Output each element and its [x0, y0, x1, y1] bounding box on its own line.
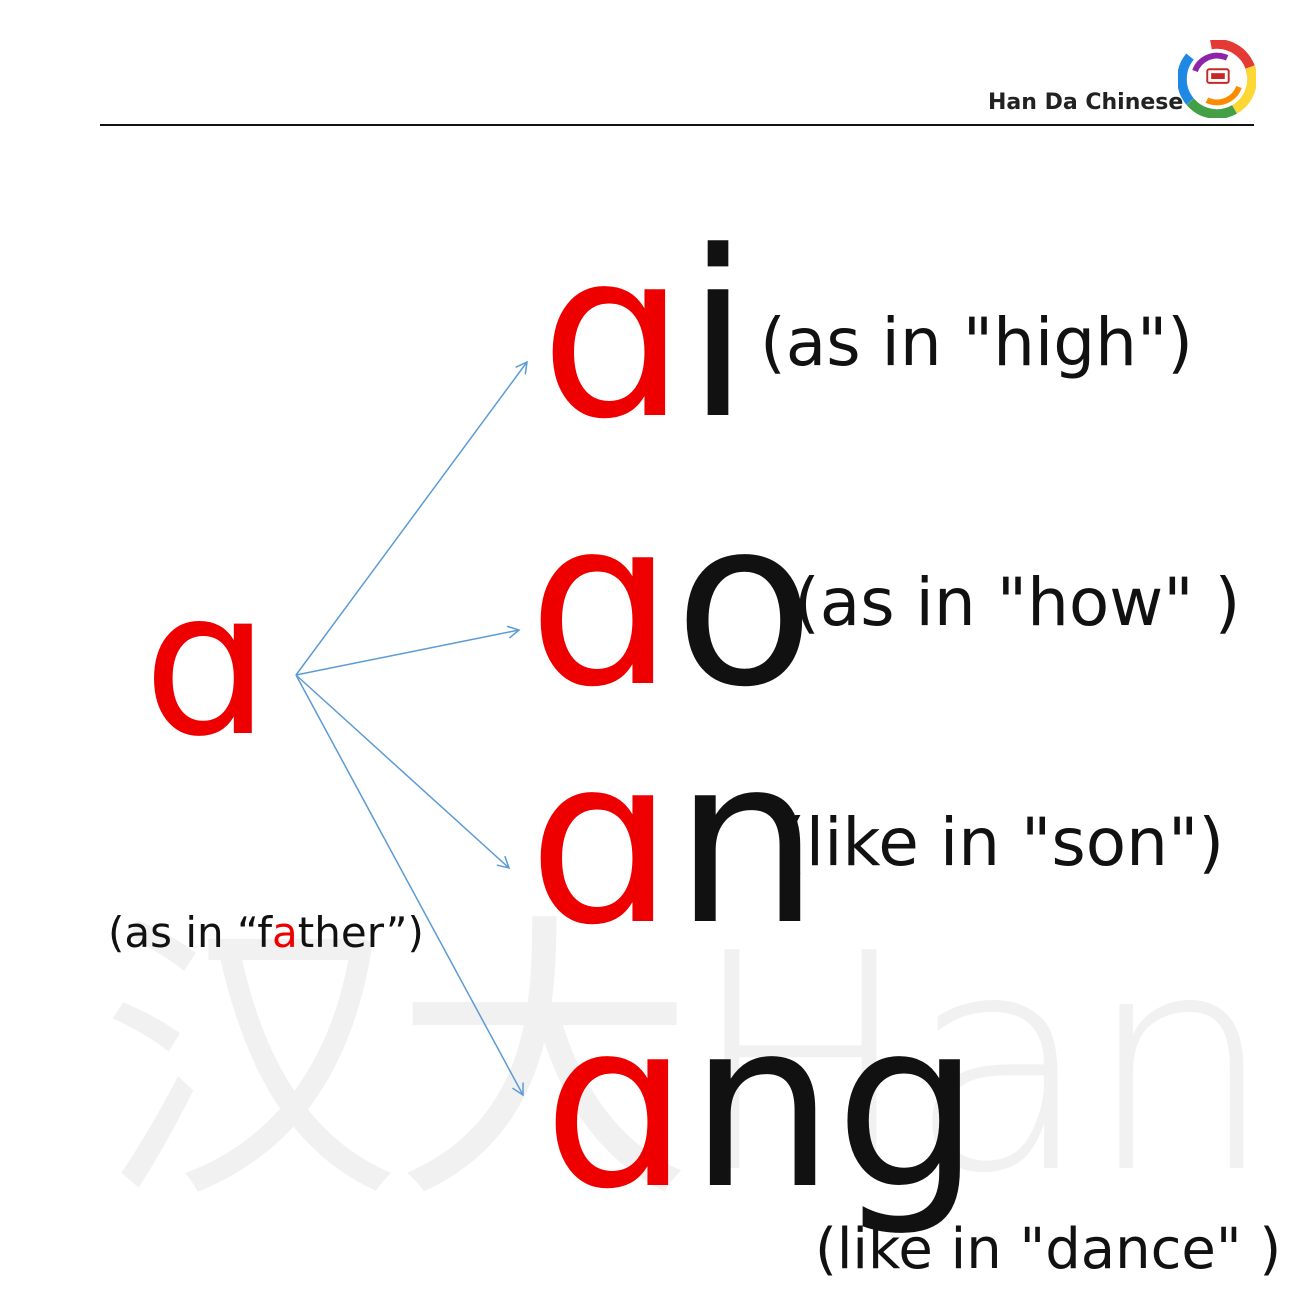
arrow-to-ao — [295, 625, 521, 676]
brand-name: Han Da Chinese — [988, 90, 1184, 115]
gloss-suffix: ther”) — [297, 908, 424, 957]
final-vowel: ɑ — [543, 973, 689, 1240]
final-ai-gloss: (as in "high") — [760, 304, 1194, 381]
base-vowel-gloss: (as in “father”) — [108, 912, 424, 954]
final-ending: i — [686, 203, 750, 470]
final-ending: ng — [689, 973, 981, 1240]
final-ending: n — [674, 709, 820, 976]
final-vowel: ɑ — [528, 471, 674, 738]
gloss-prefix: (as in “f — [108, 908, 273, 957]
gloss-highlight: a — [272, 908, 298, 957]
final-an: ɑn — [528, 728, 820, 958]
watermark-text: 汉大HanDa — [100, 890, 1297, 1239]
han-da-swirl-logo-icon — [1178, 40, 1256, 118]
final-ai: ɑi — [540, 222, 750, 452]
final-ang: ɑng — [543, 992, 981, 1222]
final-vowel: ɑ — [540, 203, 686, 470]
arrow-to-an — [295, 674, 511, 870]
final-vowel: ɑ — [528, 709, 674, 976]
header-rule — [100, 124, 1254, 126]
final-ending: o — [674, 471, 815, 738]
final-ao-gloss: (as in "how" ) — [794, 564, 1241, 641]
final-an-gloss: (like in "son") — [780, 804, 1225, 881]
arrow-to-ai — [295, 360, 528, 676]
base-vowel: ɑ — [143, 548, 270, 781]
final-ang-gloss: (like in "dance" ) — [815, 1217, 1282, 1282]
arrow-to-ang — [295, 674, 524, 1097]
final-ao: ɑo — [528, 490, 815, 720]
